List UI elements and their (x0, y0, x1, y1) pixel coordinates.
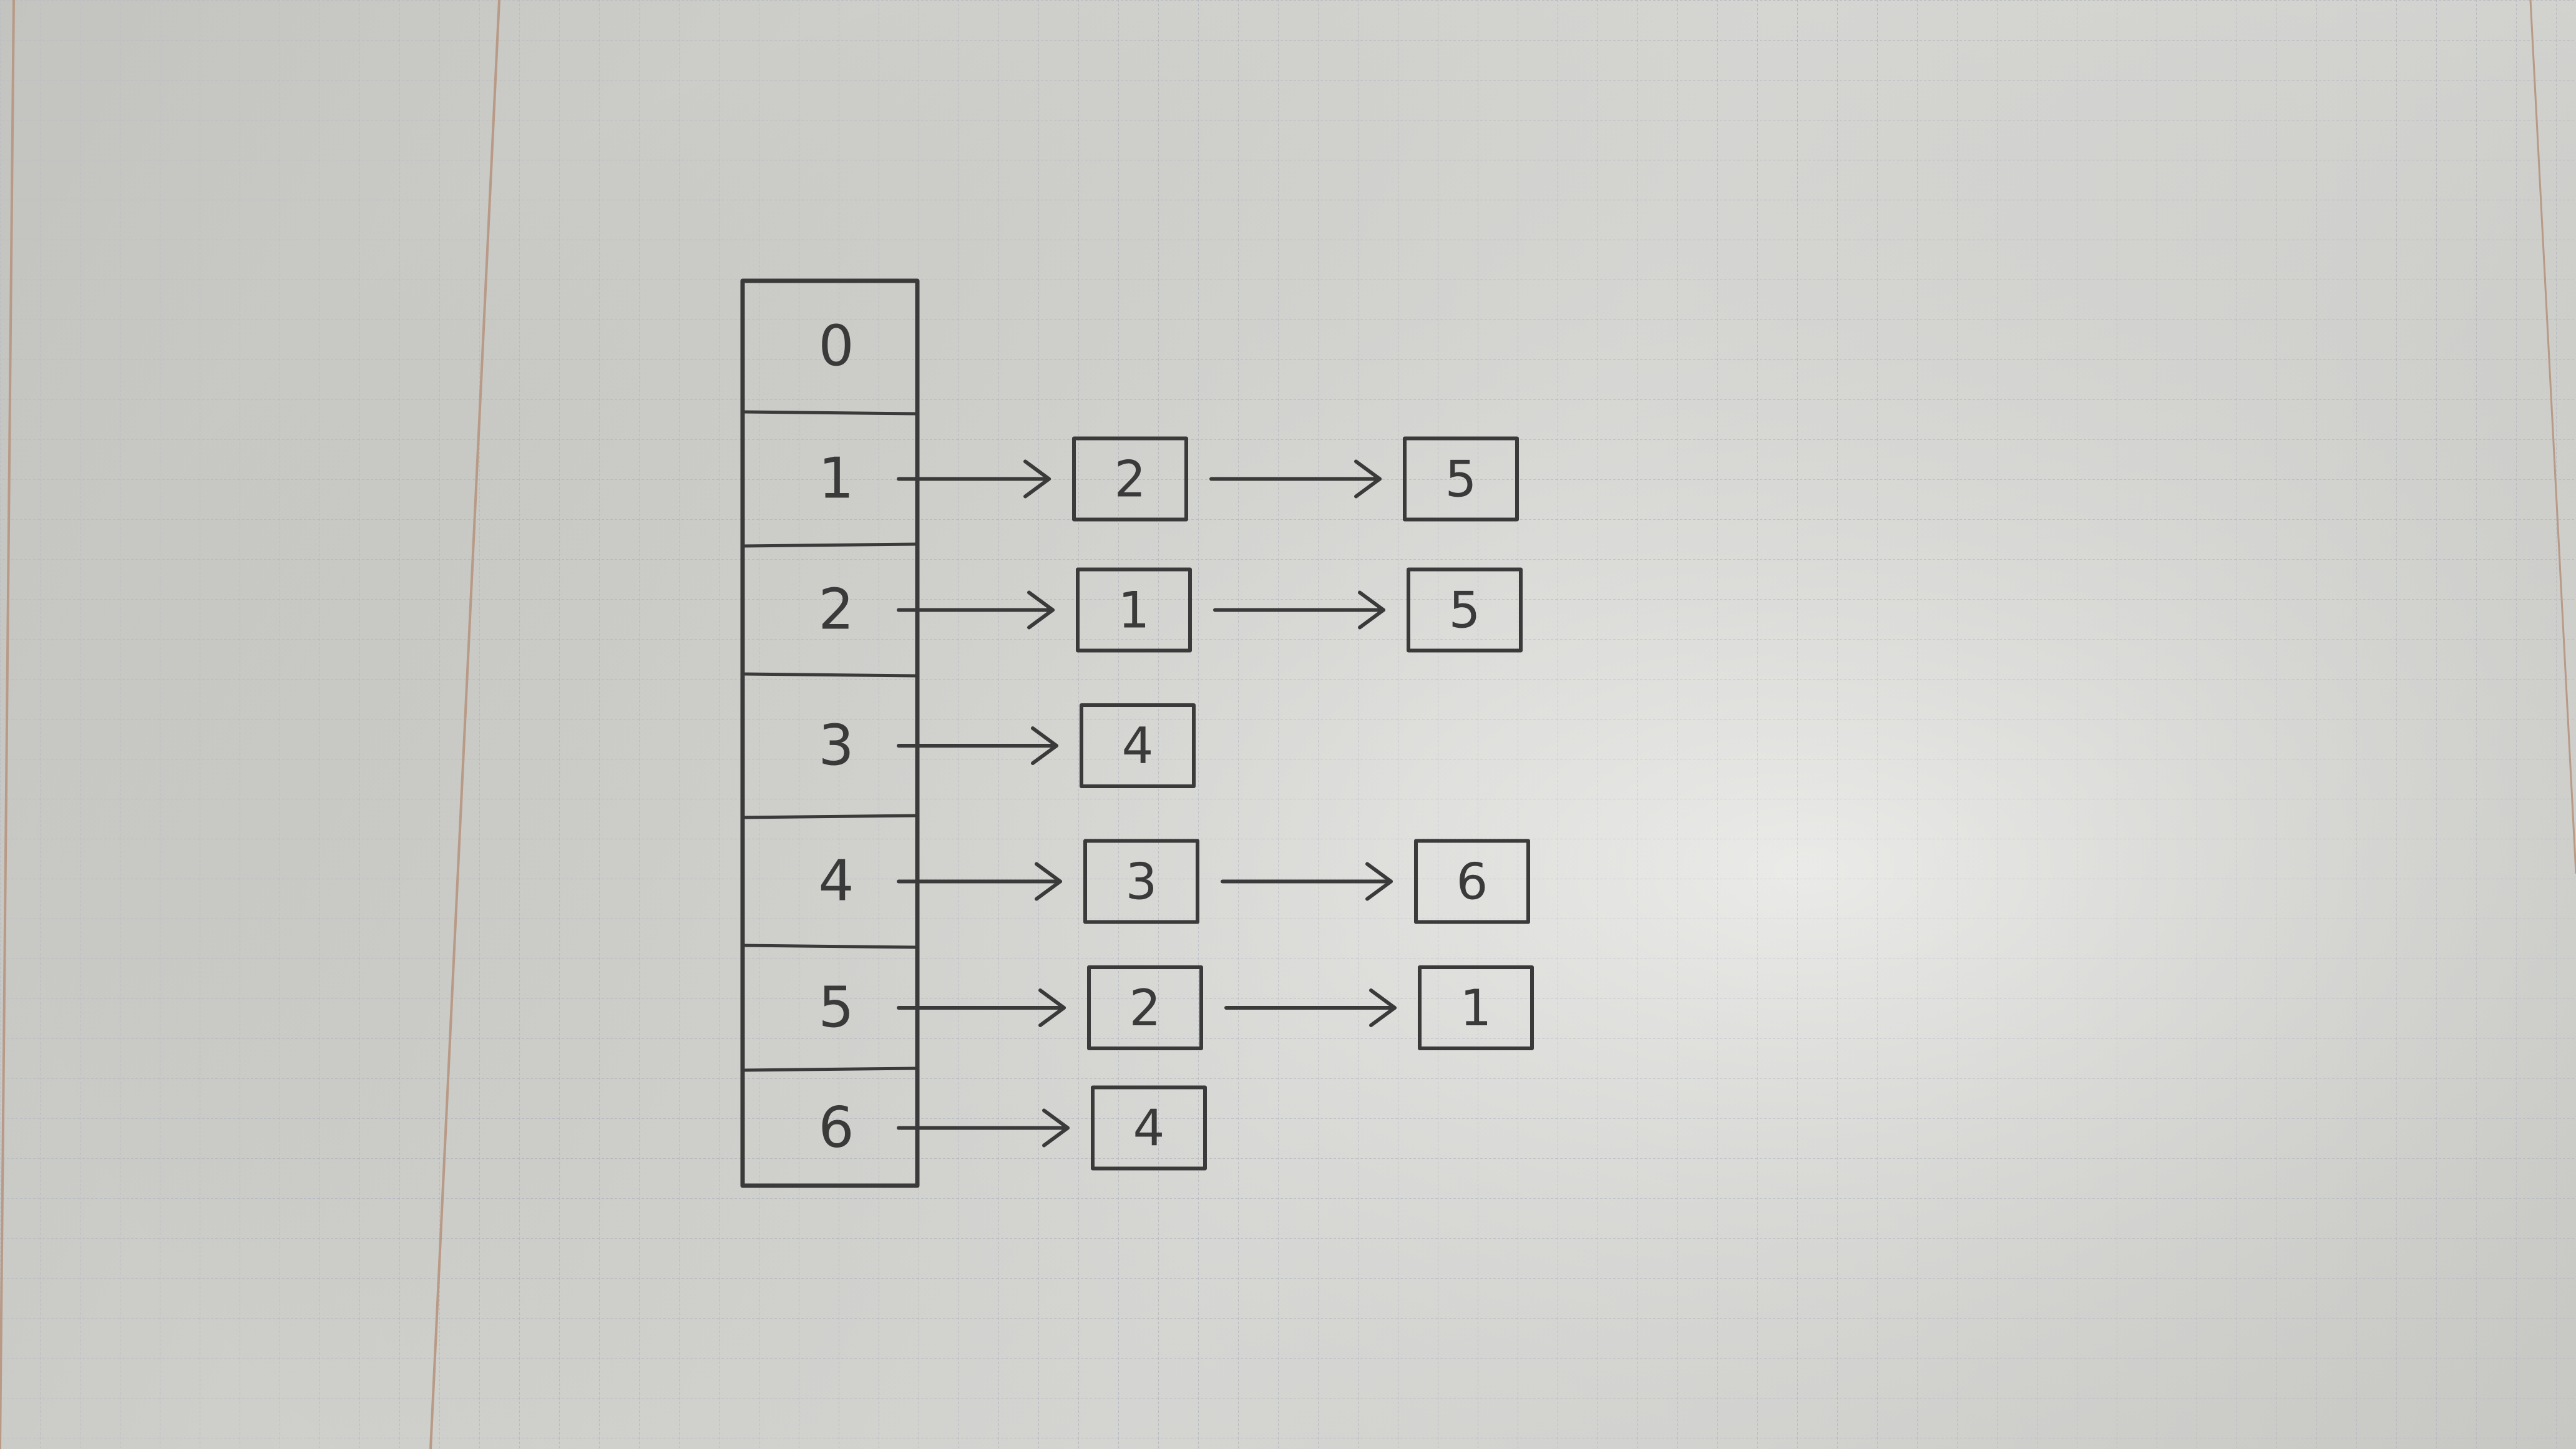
list-node-box (1076, 567, 1192, 653)
list-node-label: 2 (1115, 451, 1146, 509)
arrow-head (1031, 726, 1058, 765)
list-node-box (1414, 839, 1530, 924)
list-node-box (1418, 965, 1534, 1050)
list-node-box (1072, 436, 1188, 522)
arrow-head (1027, 590, 1055, 630)
arrow-head (1365, 862, 1393, 901)
page-margin-line-left (0, 0, 15, 1449)
list-node-box (1091, 1085, 1207, 1171)
vertex-label: 0 (818, 313, 854, 379)
vertex-label: 3 (818, 713, 854, 778)
diagram-layer: 0 1 2 5 2 1 5 3 4 4 3 6 5 2 1 6 4 (740, 278, 1534, 1188)
list-node-box (1087, 965, 1203, 1050)
list-node-label: 6 (1456, 853, 1488, 911)
arrow-head (1369, 988, 1397, 1027)
list-node-label: 5 (1445, 451, 1477, 509)
list-node-box (1403, 436, 1519, 522)
vertex-cell-divider (742, 1066, 918, 1072)
list-node-label: 5 (1449, 582, 1481, 640)
vertex-cell-divider (742, 814, 918, 819)
list-node-label: 4 (1133, 1100, 1165, 1158)
list-node-box (1083, 839, 1199, 924)
arrow-head (1038, 988, 1066, 1027)
vertex-cell-divider (742, 542, 918, 548)
vertex-cell-divider (742, 944, 918, 949)
arrow-head (1035, 862, 1062, 901)
list-node-box (1080, 703, 1196, 788)
list-node-label: 2 (1129, 979, 1161, 1037)
vertex-cell-divider (742, 410, 918, 416)
arrow-head (1023, 459, 1051, 499)
vertex-array-outline (740, 278, 920, 1188)
arrow-head (1042, 1108, 1070, 1148)
vertex-label: 4 (818, 849, 854, 914)
list-node-label: 1 (1460, 979, 1492, 1037)
list-node-box (1407, 567, 1523, 653)
page-margin-line-right (2529, 0, 2576, 874)
page-margin-line (429, 0, 500, 1449)
arrow-head (1354, 459, 1382, 499)
vertex-cell-divider (742, 672, 918, 678)
vertex-label: 5 (818, 975, 854, 1040)
arrow-head (1358, 590, 1385, 630)
list-node-label: 4 (1122, 717, 1154, 775)
vertex-label: 6 (818, 1095, 854, 1161)
list-node-label: 3 (1126, 853, 1158, 911)
vertex-label: 1 (818, 446, 854, 512)
vertex-label: 2 (818, 577, 854, 643)
list-node-label: 1 (1118, 582, 1150, 640)
